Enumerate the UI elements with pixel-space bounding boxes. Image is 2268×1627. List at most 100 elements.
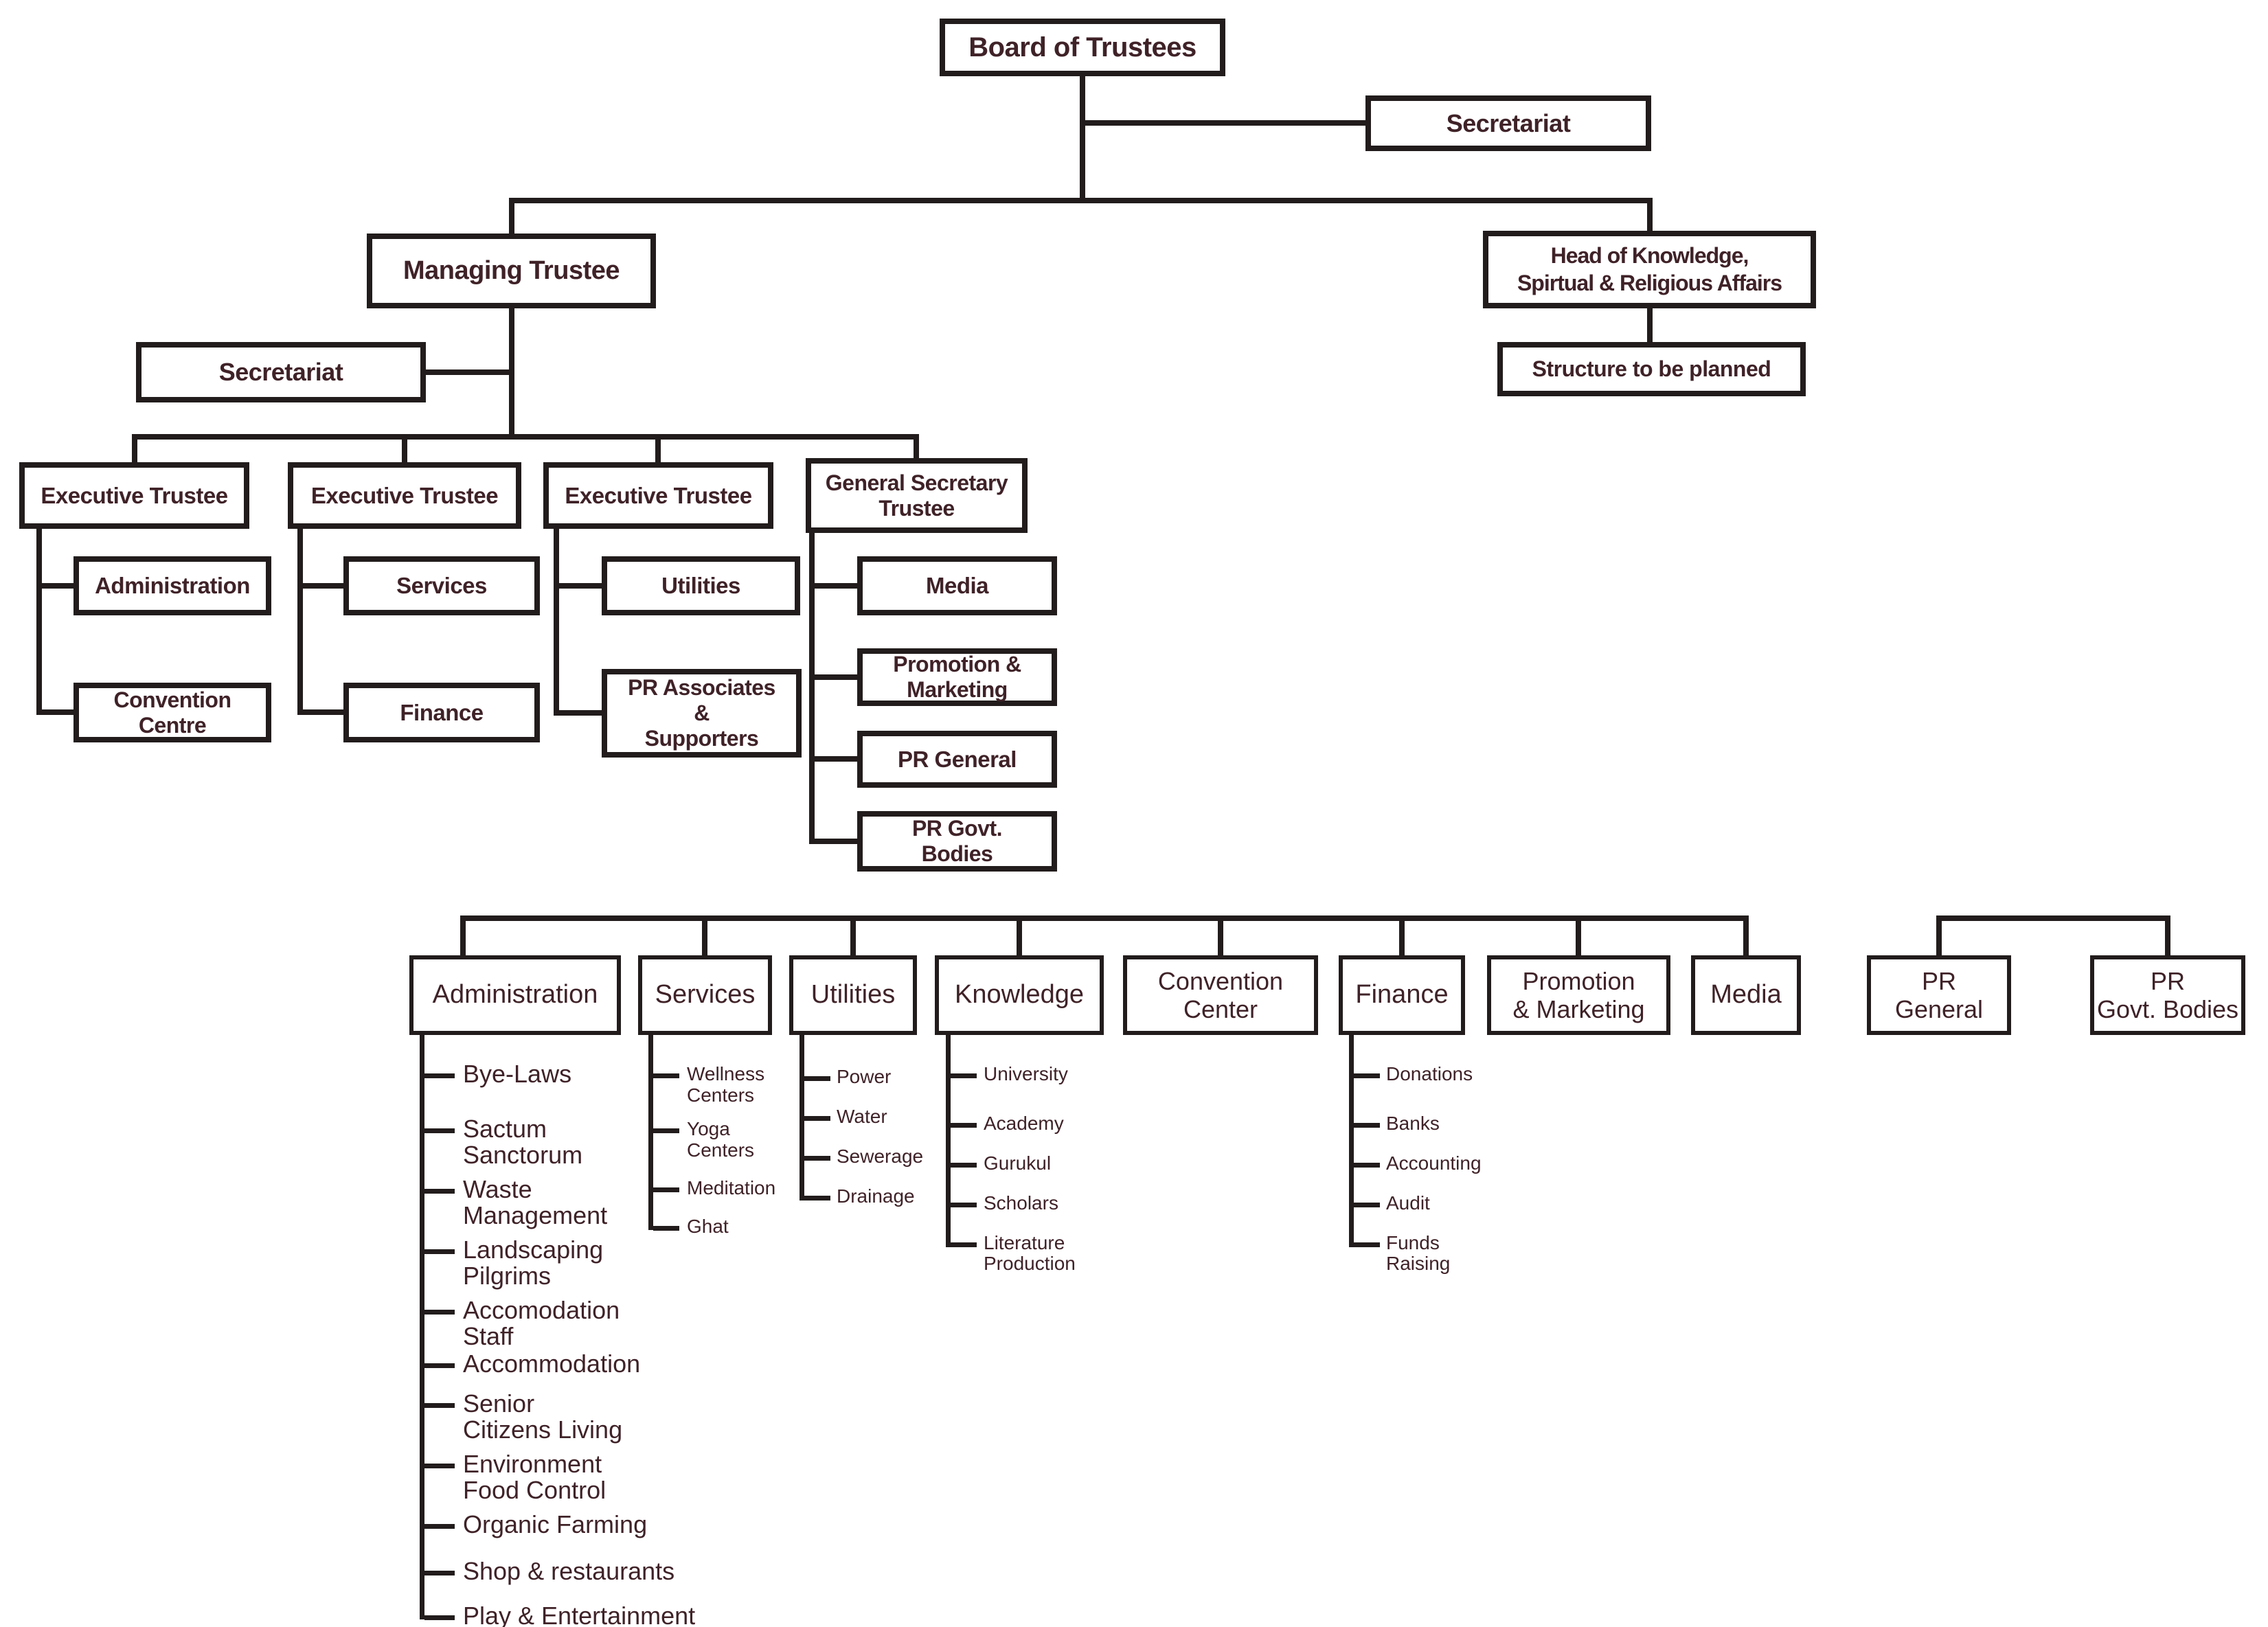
head-of-knowledge: Head of Knowledge,Spirtual & Religious A… <box>1483 231 1816 308</box>
dept-finance-line-0: Finance <box>1355 980 1449 1010</box>
pr-associates-sub-line-0: PR Associates <box>628 675 775 701</box>
finance-sub: Finance <box>343 683 540 742</box>
administration-list-tick-3 <box>424 1249 455 1254</box>
administration-list-tick-9 <box>424 1571 455 1575</box>
dept-media: Media <box>1691 955 1801 1035</box>
list-item: Banks <box>1386 1113 1440 1134</box>
knowledge-list-item-2-line-0: Gurukul <box>984 1152 1052 1174</box>
executive-trustee-1-label: Executive Trustee <box>25 483 244 509</box>
pr-associates-sub-line-2: Supporters <box>644 725 759 751</box>
dept-knowledge-line-0: Knowledge <box>954 980 1085 1010</box>
board-of-trustees-label: Board of Trustees <box>945 32 1220 63</box>
knowledge-list-item-4-line-1: Production <box>984 1253 1076 1274</box>
dept-pr-general-line-1: General <box>1894 995 1984 1023</box>
pr-general-sub: PR General <box>857 731 1057 788</box>
promotion-marketing-sub-label: Promotion &Marketing <box>863 652 1052 703</box>
conn-et3-utilities-stub <box>559 583 602 589</box>
utilities-list-tick-0 <box>804 1076 830 1081</box>
conn-et3-stub-down <box>655 440 661 462</box>
administration-list-item-4-line-0: Accomodation <box>463 1296 620 1324</box>
administration-list-tick-5 <box>424 1363 455 1368</box>
list-item: University <box>984 1064 1068 1084</box>
list-item: Audit <box>1386 1193 1430 1214</box>
finance-list-tick-3 <box>1354 1203 1380 1207</box>
conn-gst-media-stub <box>815 583 857 589</box>
services-list-tick-2 <box>653 1187 679 1192</box>
conn-dept-promotion-stub <box>1576 921 1581 955</box>
administration-list-tick-6 <box>424 1403 455 1408</box>
conn-et2-vline <box>297 529 303 715</box>
finance-list-item-1-line-0: Banks <box>1386 1113 1440 1134</box>
knowledge-list-tick-1 <box>951 1123 977 1128</box>
conn-managing-vertical <box>509 308 514 440</box>
utilities-sub: Utilities <box>602 556 800 615</box>
pr-associates-sub: PR Associates&Supporters <box>602 669 802 758</box>
secretariat-top-label: Secretariat <box>1371 109 1646 138</box>
executive-trustee-3-label: Executive Trustee <box>549 483 768 509</box>
conn-secretariat-top-stub <box>1080 120 1365 126</box>
knowledge-list-spine <box>946 1035 951 1247</box>
administration-sub: Administration <box>73 556 271 615</box>
dept-administration-label: Administration <box>413 980 617 1010</box>
services-list-spine <box>648 1035 653 1230</box>
conn-dept-knowledge-stub <box>1017 921 1022 955</box>
head-of-knowledge-label: Head of Knowledge,Spirtual & Religious A… <box>1488 242 1811 296</box>
administration-list-item-6-line-1: Citizens Living <box>463 1415 623 1444</box>
head-of-knowledge-line-1: Spirtual & Religious Affairs <box>1517 270 1782 295</box>
board-of-trustees: Board of Trustees <box>940 19 1225 76</box>
pr-associates-sub-label: PR Associates&Supporters <box>607 675 796 751</box>
services-sub: Services <box>343 556 540 615</box>
convention-centre-sub-line-1: Centre <box>138 712 207 738</box>
structure-to-be-planned-line-0: Structure to be planned <box>1532 356 1771 381</box>
conn-et2-stub-down <box>402 440 407 462</box>
finance-sub-line-0: Finance <box>400 699 484 725</box>
conn-depts-horizontal <box>460 915 1749 921</box>
administration-list-tick-8 <box>424 1524 455 1529</box>
conn-gst-prgovt-stub <box>815 839 857 844</box>
conn-head-stub <box>1647 203 1653 231</box>
conn-et1-convention-stub <box>42 709 73 715</box>
list-item: Scholars <box>984 1193 1058 1214</box>
dept-utilities-line-0: Utilities <box>810 980 896 1010</box>
dept-administration: Administration <box>409 955 621 1035</box>
conn-secretariat-left-stub <box>426 369 509 375</box>
dept-finance: Finance <box>1339 955 1465 1035</box>
dept-services-label: Services <box>642 980 768 1010</box>
utilities-sub-line-0: Utilities <box>661 573 740 598</box>
conn-dept-utilities-stub <box>850 921 856 955</box>
dept-convention-center-line-1: Center <box>1183 995 1258 1023</box>
dept-media-line-0: Media <box>1710 980 1782 1010</box>
managing-trustee-line-0: Managing Trustee <box>402 256 620 285</box>
media-sub: Media <box>857 556 1057 615</box>
secretariat-top-line-0: Secretariat <box>1446 109 1571 137</box>
conn-et2-finance-stub <box>303 709 343 715</box>
administration-list-item-10-line-0: Play & Entertainment <box>463 1602 696 1627</box>
knowledge-list-tick-3 <box>951 1203 977 1207</box>
knowledge-list-item-1-line-0: Academy <box>984 1113 1064 1134</box>
executive-trustee-1-line-0: Executive Trustee <box>41 482 228 508</box>
administration-list-item-5-line-0: Accommodation <box>463 1350 641 1378</box>
secretariat-left: Secretariat <box>136 342 426 402</box>
finance-list-item-2-line-0: Accounting <box>1386 1152 1482 1174</box>
administration-list-tick-4 <box>424 1310 455 1315</box>
conn-head-structure <box>1647 308 1653 342</box>
structure-to-be-planned: Structure to be planned <box>1497 342 1806 396</box>
services-list-item-0-line-0: Wellness <box>687 1063 765 1084</box>
dept-administration-line-0: Administration <box>432 980 598 1010</box>
services-list-item-0-line-1: Centers <box>687 1084 755 1106</box>
administration-list-spine <box>420 1035 424 1619</box>
administration-sub-label: Administration <box>79 573 266 599</box>
media-sub-label: Media <box>863 573 1052 599</box>
promotion-marketing-sub: Promotion &Marketing <box>857 648 1057 706</box>
media-sub-line-0: Media <box>925 573 989 598</box>
